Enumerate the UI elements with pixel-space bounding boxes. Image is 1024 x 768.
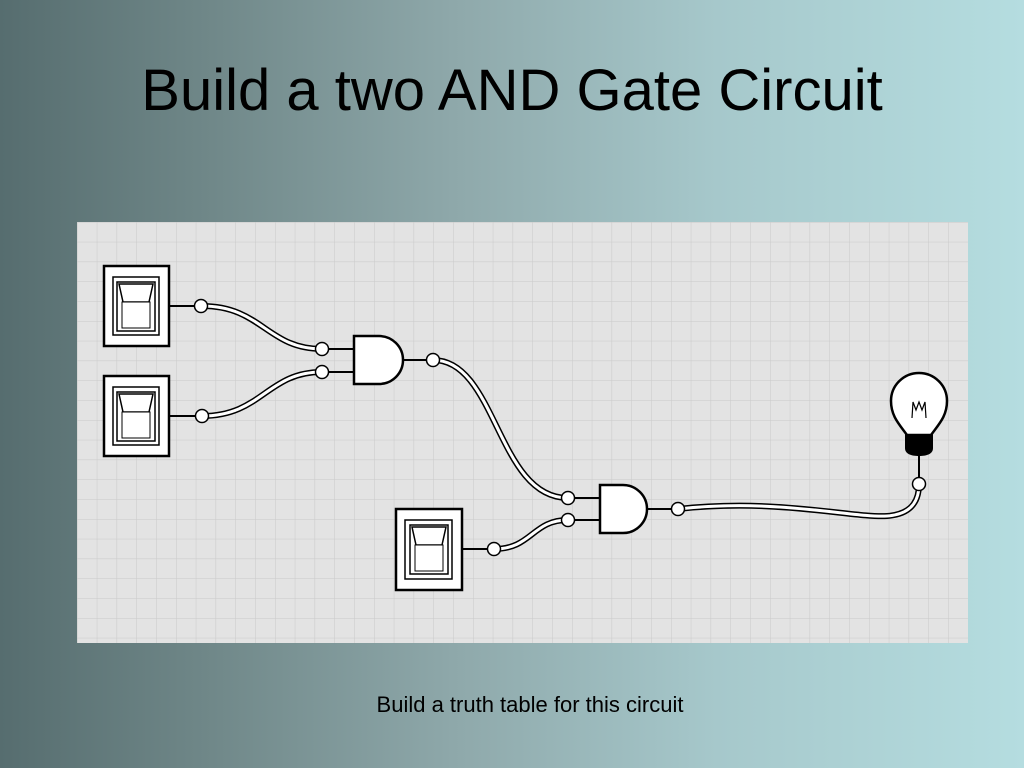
switch-c-toggle-switch-icon[interactable] bbox=[394, 507, 464, 592]
switch-b-toggle-switch-icon[interactable] bbox=[102, 374, 171, 458]
circuit-diagram bbox=[77, 222, 968, 643]
connection-nodes bbox=[193, 298, 927, 557]
switch-a-toggle-switch-icon[interactable] bbox=[102, 264, 171, 348]
slide-caption: Build a truth table for this circuit bbox=[376, 692, 684, 717]
slide-title: Build a two AND Gate Circuit bbox=[141, 58, 883, 123]
and-gate-1-and-gate-icon[interactable] bbox=[352, 334, 405, 386]
wires bbox=[169, 303, 922, 552]
and-gate-2-and-gate-icon[interactable] bbox=[598, 483, 649, 535]
light-bulb-icon bbox=[889, 371, 949, 456]
grid-lines bbox=[77, 222, 968, 643]
